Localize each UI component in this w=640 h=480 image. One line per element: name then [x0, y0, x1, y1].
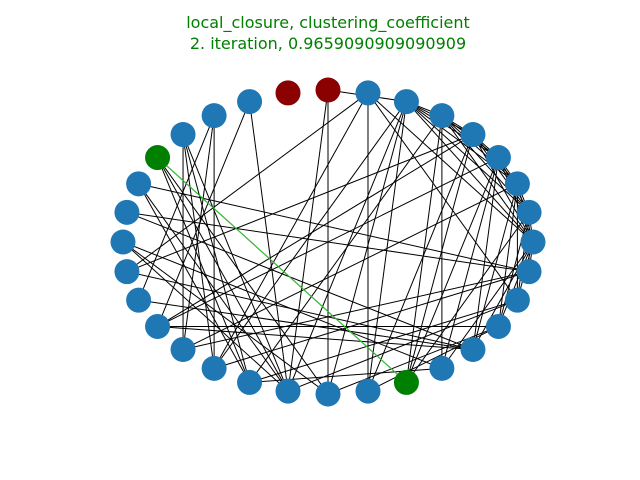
graph-edge: [157, 325, 473, 350]
graph-edge: [497, 183, 518, 327]
graph-edge: [287, 299, 518, 392]
graph-edge: [182, 134, 215, 369]
figure-title-line2: 2. iteration, 0.9659090909090909: [190, 34, 466, 53]
graph-edge: [367, 92, 534, 243]
graph-edge: [126, 92, 369, 273]
graph-node: [429, 355, 455, 381]
graph-node: [170, 336, 196, 362]
graph-edge: [213, 92, 369, 369]
graph-edge: [516, 212, 530, 301]
graph-edge: [122, 241, 289, 392]
graph-edge: [287, 101, 407, 392]
graph-edge: [249, 101, 289, 392]
graph-node: [485, 313, 511, 339]
graph-edge: [406, 101, 518, 185]
graph-edge: [138, 183, 289, 392]
graph-node: [520, 229, 546, 255]
graph-node: [126, 171, 152, 197]
graph-edge: [126, 134, 474, 273]
graph-edge: [472, 157, 499, 350]
graph-edge: [367, 134, 474, 392]
nodes-layer: [110, 77, 546, 407]
graph-edge: [367, 325, 499, 392]
graph-edge: [138, 183, 530, 273]
graph-node: [460, 122, 486, 148]
graph-node: [110, 229, 136, 255]
graph-edge: [126, 211, 530, 273]
graph-node: [516, 199, 542, 225]
graph-edge: [405, 115, 443, 383]
graph-edge: [157, 157, 329, 395]
graph-edge: [126, 271, 474, 350]
graph-node: [504, 171, 530, 197]
graph-edge: [213, 271, 530, 369]
graph-node: [114, 259, 140, 285]
graph-edge: [287, 89, 329, 392]
graph-edge: [157, 101, 251, 327]
figure-title-line1: local_closure, clustering_coefficient: [186, 13, 470, 33]
graph-node: [126, 287, 152, 313]
graph-edge: [182, 115, 215, 350]
graph-edge: [367, 92, 518, 301]
graph-node: [460, 336, 486, 362]
graph-edge: [497, 241, 534, 327]
graph-node: [355, 80, 381, 106]
graph-node: [429, 103, 455, 129]
graph-edge: [406, 212, 530, 383]
graph-edge: [126, 211, 474, 350]
graph-node: [315, 381, 341, 407]
graph-edge: [138, 299, 474, 350]
graph-edge: [138, 115, 215, 301]
graph-node: [237, 369, 263, 395]
graph-node: [275, 378, 301, 404]
graph-node: [393, 89, 419, 115]
graph-node: [201, 355, 227, 381]
graph-node-selected: [145, 145, 171, 171]
graph-edge: [249, 299, 518, 383]
graph-edge: [406, 101, 499, 158]
graph-edge: [213, 101, 407, 369]
graph-node-removed: [315, 77, 341, 103]
added-edge: [157, 157, 407, 383]
graph-node: [237, 89, 263, 115]
added-edges-layer: [157, 157, 407, 383]
graph-edge: [157, 157, 251, 383]
graph-edge: [441, 115, 518, 185]
graph-node: [504, 287, 530, 313]
graph-edge: [182, 134, 251, 383]
graph-node-removed: [275, 80, 301, 106]
graph-node: [170, 122, 196, 148]
graph-edge: [157, 134, 474, 327]
graph-edge: [406, 101, 530, 213]
graph-edge: [405, 157, 499, 383]
graph-node: [485, 145, 511, 171]
graph-node: [201, 103, 227, 129]
graph-edge: [182, 271, 530, 350]
graph-node: [516, 259, 542, 285]
graph-node: [114, 199, 140, 225]
graph-edge: [182, 134, 289, 392]
graph-edge: [367, 101, 407, 392]
graph-node: [145, 313, 171, 339]
graph-node: [355, 378, 381, 404]
graph-edge: [182, 183, 518, 350]
graph-edge: [122, 241, 443, 369]
graph-node-selected: [393, 369, 419, 395]
